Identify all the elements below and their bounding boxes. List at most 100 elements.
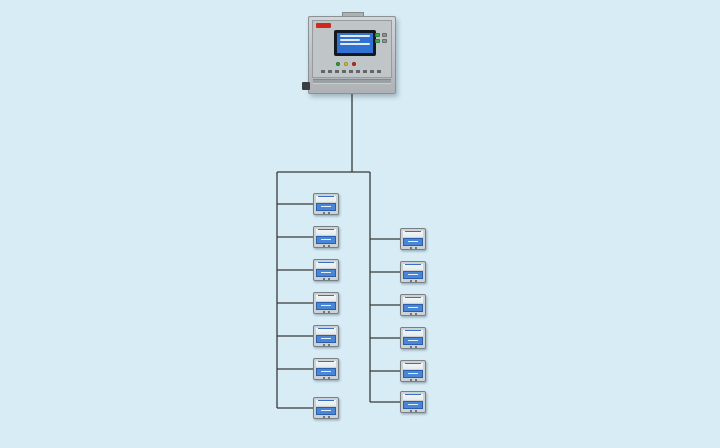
controller-top-tab [342,12,364,18]
key-button [382,39,387,43]
detector-label-strip [403,394,423,400]
detector-module [400,391,426,413]
detector-module [313,193,339,215]
detector-display [403,304,423,312]
screen-line [340,35,370,37]
detector-label-strip [316,328,336,334]
wiring-path [276,94,400,409]
detector-label-strip [403,297,423,303]
terminal-dot [409,379,412,381]
terminal-dot [414,379,417,381]
detector-display [316,203,336,211]
detector-module [400,294,426,316]
terminal-dot [327,278,330,280]
detector-display [316,407,336,415]
detector-module [313,259,339,281]
detector-module [400,228,426,250]
lcd-screen [337,33,373,53]
detector-label-strip [316,295,336,301]
terminal-dot [322,344,325,346]
detector-terminals [314,310,338,314]
terminal-dot [322,212,325,214]
detector-display [316,236,336,244]
terminal-dot [327,245,330,247]
terminal-dot [414,247,417,249]
mounting-bracket [302,82,310,90]
detector-terminals [401,345,425,349]
cabinet-groove [313,79,391,84]
terminal-dot [322,377,325,379]
detector-terminals [401,279,425,283]
terminal-dot [409,410,412,412]
detector-display [316,269,336,277]
panel-label-strip [321,70,383,73]
terminal-dot [327,416,330,418]
detector-terminals [314,211,338,215]
terminal-dot [414,313,417,315]
detector-display [316,335,336,343]
gas-alarm-controller [302,12,396,94]
detector-terminals [314,343,338,347]
detector-label-strip [403,363,423,369]
detector-terminals [314,277,338,281]
detector-display [403,401,423,409]
terminal-dot [414,410,417,412]
detector-display [403,370,423,378]
detector-module [400,360,426,382]
detector-module [313,226,339,248]
detector-label-strip [316,196,336,202]
detector-terminals [314,376,338,380]
controller-front-panel [312,20,392,78]
keypad [375,33,388,43]
terminal-dot [327,311,330,313]
detector-label-strip [316,361,336,367]
terminal-dot [327,212,330,214]
terminal-dot [409,280,412,282]
detector-display [316,368,336,376]
detector-display [403,238,423,246]
detector-terminals [314,244,338,248]
detector-terminals [401,246,425,250]
detector-terminals [401,378,425,382]
indicator-led [336,62,340,66]
screen-line [340,43,370,45]
screen-line [340,39,360,41]
detector-display [403,337,423,345]
detector-module [313,358,339,380]
terminal-dot [409,313,412,315]
terminal-dot [409,346,412,348]
detector-display [316,302,336,310]
detector-terminals [401,312,425,316]
terminal-dot [322,416,325,418]
detector-module [400,261,426,283]
controller-body [308,16,396,94]
detector-terminals [314,415,338,419]
detector-label-strip [316,262,336,268]
terminal-dot [322,278,325,280]
brand-logo [316,23,331,28]
terminal-dot [327,377,330,379]
key-button [375,33,380,37]
detector-label-strip [403,231,423,237]
terminal-dot [322,245,325,247]
detector-label-strip [316,229,336,235]
indicator-led [352,62,356,66]
detector-label-strip [316,400,336,406]
detector-label-strip [403,264,423,270]
detector-module [313,292,339,314]
indicator-led [344,62,348,66]
detector-label-strip [403,330,423,336]
display-bezel [334,30,376,56]
detector-display [403,271,423,279]
terminal-dot [414,346,417,348]
terminal-dot [322,311,325,313]
detector-terminals [401,409,425,413]
key-button [375,39,380,43]
detector-module [400,327,426,349]
terminal-dot [409,247,412,249]
controller-indicators [336,62,356,66]
detector-module [313,397,339,419]
